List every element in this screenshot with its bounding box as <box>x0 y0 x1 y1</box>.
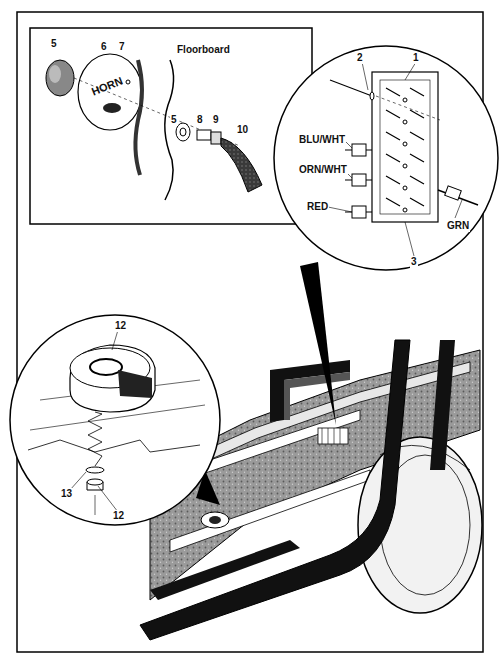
detail-circle-left <box>10 315 220 525</box>
bracket-part <box>270 360 350 422</box>
callout-number: 5 <box>50 38 58 50</box>
terminals-part <box>386 154 424 162</box>
inset-box-part <box>30 28 312 224</box>
floorboard-edge-part <box>165 60 174 200</box>
rivet-part <box>376 96 440 120</box>
horn-button-small <box>201 512 229 528</box>
terminal-block-part <box>372 72 438 222</box>
connector-part <box>211 132 221 144</box>
wire-label: GRN <box>446 220 470 232</box>
nut-part <box>176 123 190 141</box>
detail-circle <box>274 46 498 270</box>
terminals-part <box>386 132 424 140</box>
grn-wire <box>438 186 478 205</box>
terminals-part <box>386 110 424 118</box>
washer-nut <box>70 330 118 515</box>
washer-nut-part <box>70 330 118 512</box>
panel-edge <box>135 60 142 175</box>
detail-circle-left-part <box>10 315 220 525</box>
callout-number: 8 <box>196 114 204 126</box>
body-skirt-part <box>430 340 455 470</box>
leader-lines <box>328 62 462 256</box>
inset-leader-part <box>300 262 336 425</box>
wire-label: RED <box>306 201 329 213</box>
grn-wire-part <box>445 186 462 200</box>
rivet-part <box>330 80 372 96</box>
callout-number: 12 <box>112 510 125 522</box>
leader-lines-part <box>328 62 462 256</box>
callout-number: 3 <box>410 256 418 268</box>
callout-number: 13 <box>60 488 73 500</box>
horn-button-large-part <box>118 370 152 398</box>
inset-box <box>30 28 312 224</box>
wire <box>221 138 262 192</box>
washer-nut-part <box>95 495 96 515</box>
terminals-part <box>386 88 424 96</box>
horn-plate-part <box>78 54 142 130</box>
connector <box>197 130 221 144</box>
terminal-block-small-part <box>322 428 340 444</box>
horn-button-large-part <box>70 345 155 412</box>
horn-cap-part <box>49 65 61 83</box>
wires-in <box>345 144 372 218</box>
horn-button-small-part <box>201 512 229 528</box>
connector-part <box>197 130 211 140</box>
terminals-part <box>386 198 424 206</box>
callout-number: 5 <box>170 114 178 126</box>
callout-number: 6 <box>100 41 108 53</box>
wire-part <box>221 138 262 192</box>
detail-circle-part <box>274 46 498 270</box>
terminal-block-small <box>318 428 348 444</box>
terminals-part <box>386 176 424 184</box>
inset-leader <box>196 262 336 505</box>
terminals-part <box>403 208 407 212</box>
wire-label: BLU/WHT <box>298 134 346 146</box>
part-label: Floorboard <box>176 44 231 56</box>
rivet-part <box>370 92 374 100</box>
rivet <box>330 80 440 120</box>
nut <box>176 123 190 141</box>
wires-in-part <box>352 174 366 186</box>
wires-in-part <box>352 206 366 218</box>
panel-edge-part <box>135 60 142 175</box>
terminal-block-small-part <box>318 428 348 444</box>
callout-number: 2 <box>356 52 364 64</box>
terminals-part <box>403 98 407 102</box>
nut-part <box>180 128 186 136</box>
wires-in-part <box>352 144 366 156</box>
terminals-part <box>403 186 407 190</box>
bracket-part <box>284 372 350 420</box>
terminal-block <box>372 72 438 222</box>
spring-part <box>88 412 102 466</box>
callout-number: 12 <box>114 320 127 332</box>
callout-number: 1 <box>412 52 420 64</box>
horn-plate-part <box>103 103 121 113</box>
washer-nut-part <box>87 479 103 485</box>
horn-button-large <box>70 345 155 412</box>
callout-number: 9 <box>212 114 220 126</box>
bracket <box>270 360 350 422</box>
horn-plate <box>78 54 142 130</box>
horn-plate-part <box>126 80 130 84</box>
spring <box>88 412 102 466</box>
terminals-part <box>403 120 407 124</box>
terminals-part <box>403 164 407 168</box>
callout-number: 10 <box>236 124 249 136</box>
horn-button-small-part <box>209 516 221 524</box>
horn-button-large-part <box>90 359 122 375</box>
horn-cap-part <box>46 60 74 96</box>
floor-plate-part <box>28 440 200 452</box>
washer-nut-part <box>86 467 104 473</box>
horn-cap <box>46 60 74 96</box>
terminals-part <box>403 142 407 146</box>
wire-label: ORN/WHT <box>298 164 348 176</box>
callout-number: 7 <box>118 41 126 53</box>
body-skirt-part <box>150 540 300 600</box>
wires-in-part <box>345 150 372 212</box>
floorboard-edge <box>165 60 174 200</box>
